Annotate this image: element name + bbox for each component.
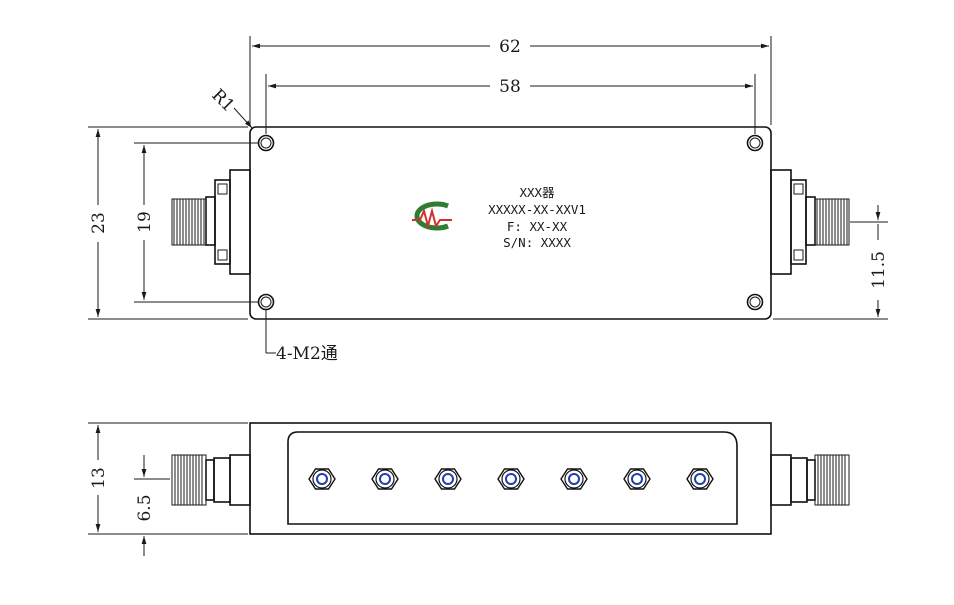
- corner-radius-callout: R1: [207, 85, 253, 129]
- dimension-11-5: 11.5: [773, 205, 889, 320]
- tuning-screw: [308, 468, 336, 490]
- right-sma-connector: [770, 169, 850, 275]
- dimension-text: 4-M2通: [276, 344, 338, 364]
- dimension-text: 6.5: [135, 494, 155, 521]
- left-sma-connector-side: [171, 454, 251, 506]
- tuning-screw: [371, 468, 399, 490]
- tuning-screw: [686, 468, 714, 490]
- dimension-13: 13: [88, 422, 248, 535]
- tuning-screw: [560, 468, 588, 490]
- side-view: 13 6.5: [88, 422, 850, 556]
- top-view: XXX器 XXXXX-XX-XXV1 F: XX-XX S/N: XXXX 62…: [88, 36, 889, 364]
- tuning-screws: [308, 468, 714, 490]
- label-serial-number: S/N: XXXX: [503, 235, 571, 250]
- dimension-6-5: 6.5: [134, 455, 170, 556]
- dimension-text: 23: [89, 212, 109, 234]
- dimension-19: 19: [134, 142, 258, 303]
- label-product-name: XXX器: [519, 185, 555, 200]
- mounting-hole-callout: 4-M2通: [265, 310, 338, 364]
- side-view-cavity: [287, 431, 738, 525]
- right-sma-connector-side: [770, 454, 850, 506]
- dimension-text: 19: [135, 211, 155, 233]
- mounting-hole: [257, 293, 275, 311]
- left-sma-connector: [171, 169, 251, 275]
- mounting-hole: [257, 134, 275, 152]
- tuning-screw: [497, 468, 525, 490]
- dimension-23: 23: [88, 126, 248, 320]
- dimension-text: 58: [499, 77, 521, 97]
- dimension-text: 62: [499, 37, 521, 57]
- tuning-screw: [434, 468, 462, 490]
- dimension-text: 13: [89, 467, 109, 489]
- dimension-62: 62: [249, 36, 772, 125]
- mounting-hole: [746, 134, 764, 152]
- dimension-text: R1: [207, 85, 238, 116]
- label-part-number: XXXXX-XX-XXV1: [488, 202, 586, 217]
- tuning-screw: [623, 468, 651, 490]
- dimension-text: 11.5: [869, 251, 889, 289]
- mounting-hole: [746, 293, 764, 311]
- side-view-body: [249, 422, 772, 535]
- label-frequency: F: XX-XX: [507, 219, 568, 234]
- company-logo: [412, 201, 452, 231]
- dimension-58: 58: [265, 74, 756, 134]
